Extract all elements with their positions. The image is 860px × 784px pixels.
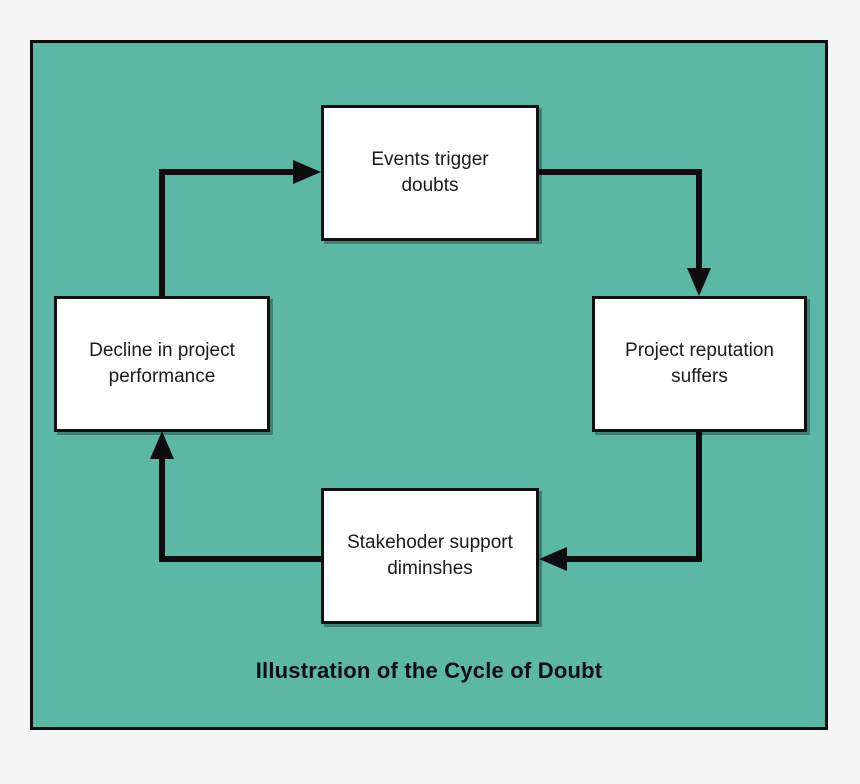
node-stakeholder-support-diminishes[interactable]: Stakehoder support diminshes bbox=[321, 488, 539, 624]
node-project-reputation-suffers[interactable]: Project reputation suffers bbox=[592, 296, 807, 432]
node-decline-in-project-performance[interactable]: Decline in project performance bbox=[54, 296, 270, 432]
node-events-trigger-doubts[interactable]: Events trigger doubts bbox=[321, 105, 539, 241]
node-reputation-label: Project reputation suffers bbox=[625, 340, 774, 387]
node-stakeholder-label: Stakehoder support diminshes bbox=[347, 532, 513, 579]
node-events-label: Events trigger doubts bbox=[371, 149, 489, 196]
diagram-caption: Illustration of the Cycle of Doubt bbox=[255, 658, 603, 683]
node-decline-label: Decline in project performance bbox=[89, 340, 235, 387]
